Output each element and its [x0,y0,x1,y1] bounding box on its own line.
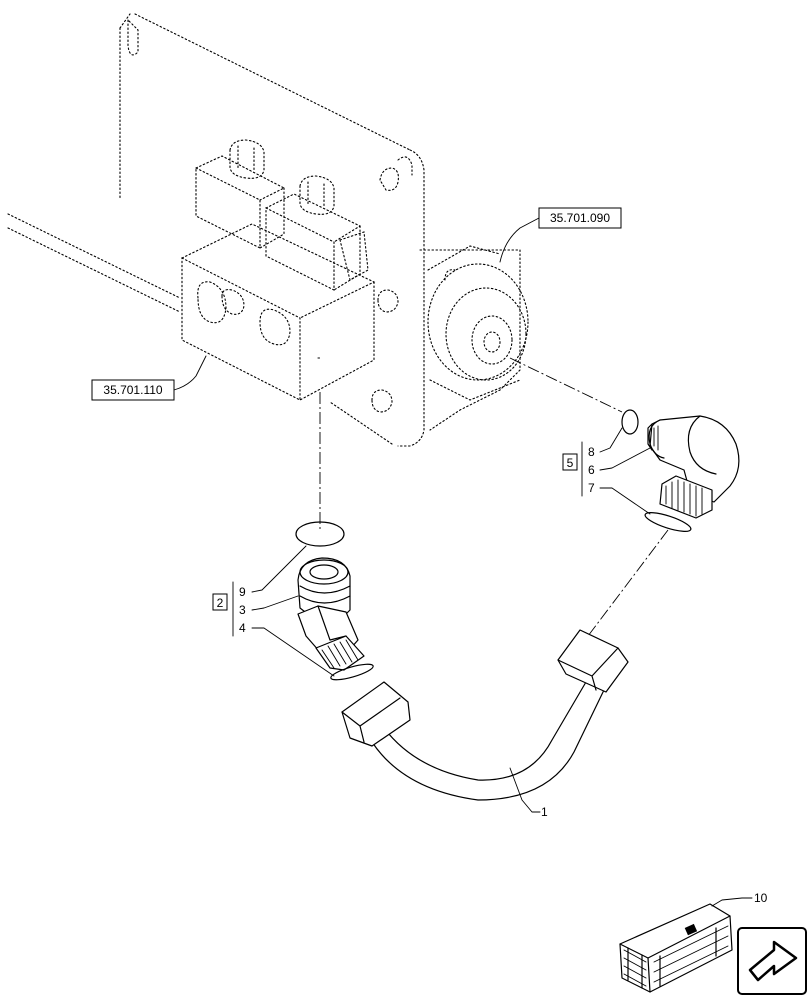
callout-4[interactable]: 4 [239,621,246,635]
ref-label-valve[interactable]: 35.701.110 [103,383,162,397]
callout-9[interactable]: 9 [239,585,246,599]
left-fitting [295,521,374,681]
hydraulic-motor [427,245,529,401]
valve-block [181,139,376,401]
callout-pipe[interactable]: 1 [509,767,548,819]
callout-10[interactable]: 10 [754,891,768,905]
callout-6[interactable]: 6 [588,463,595,477]
next-page-arrow-icon[interactable] [737,927,807,995]
callout-3[interactable]: 3 [239,603,246,617]
o-ring-7 [644,512,692,532]
hydraulic-pipe [341,629,629,801]
o-ring-8 [621,409,639,435]
centerline-motor [509,357,623,413]
mounting-bracket [7,13,521,447]
centerline-pipe-right [584,529,669,641]
kit-box-5[interactable] [562,453,578,471]
o-ring-9 [295,521,345,547]
kit-label-5[interactable]: 5 [567,456,574,470]
right-elbow-fitting [621,409,740,532]
ref-valve-group[interactable]: 35.701.110 [91,355,207,401]
kit-label-2[interactable]: 2 [217,596,224,610]
kit-box-2[interactable] [212,593,228,611]
ref-label-motor[interactable]: 35.701.090 [550,211,610,225]
callout-left-kit[interactable]: 2 9 3 4 [212,545,335,677]
crate-icon: 10 [619,891,768,993]
callout-8[interactable]: 8 [588,445,595,459]
callout-right-kit[interactable]: 5 8 6 7 [562,427,651,515]
callout-7[interactable]: 7 [588,481,595,495]
callout-1[interactable]: 1 [541,805,548,819]
ref-motor-group[interactable]: 35.701.090 [499,207,622,263]
o-ring-4 [330,663,374,681]
